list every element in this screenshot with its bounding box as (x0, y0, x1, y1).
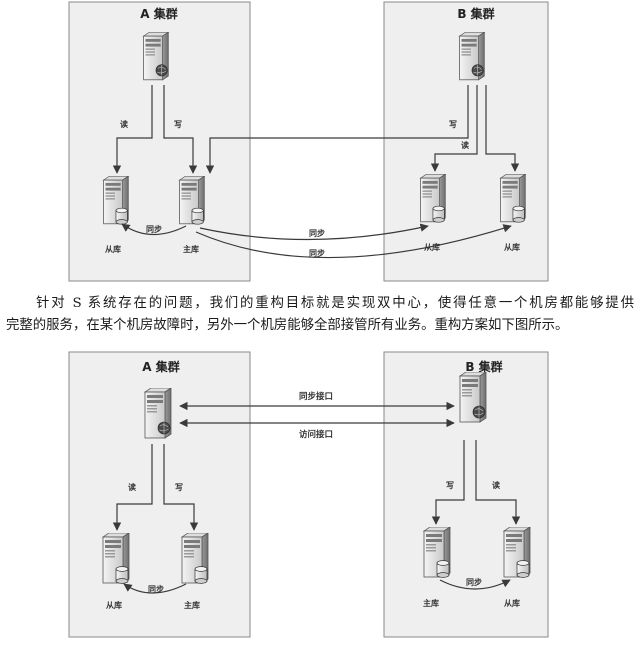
slave-db-label: 从库 (504, 242, 520, 252)
cross-sync-connector (199, 223, 429, 241)
sync-interface-label: 同步接口 (299, 391, 333, 402)
read-label: 读 (128, 482, 136, 492)
cross-write-connector (205, 85, 469, 174)
cross-sync-label: 同步 (309, 228, 325, 238)
slave-db-server-icon (503, 527, 531, 578)
write-connector (431, 440, 465, 525)
app-server-icon (459, 32, 485, 81)
b-write-label: 写 (449, 120, 457, 129)
cluster-b-title: B 集群 (457, 6, 494, 21)
slave-db-label: 从库 (105, 244, 121, 254)
master-db-server-icon (181, 533, 209, 584)
master-db-label: 主库 (184, 600, 200, 610)
cluster-a-title: A 集群 (142, 359, 179, 374)
master-db-label: 主库 (183, 244, 199, 254)
local-sync-connector (123, 583, 187, 594)
write-connector (163, 444, 199, 531)
b-read-label: 读 (492, 480, 500, 490)
master-db-server-icon (423, 527, 451, 578)
diagram-restructured-architecture: A 集群 B 集群 同步接口 访问接口 读 写 同步 从库 主库 写 读 同步 … (68, 351, 549, 638)
slave-db-server-icon (500, 174, 526, 223)
write-label: 写 (175, 483, 183, 492)
read-connector (475, 440, 521, 525)
body-paragraph-line-1: 针对 S 系统存在的问题，我们的重构目标就是实现双中心，使得任意一个机房都能够提… (36, 296, 634, 311)
local-sync-label: 同步 (148, 584, 164, 594)
local-sync-label: 同步 (466, 577, 482, 587)
slave-db-label: 从库 (424, 242, 440, 252)
local-sync-connector (121, 223, 187, 236)
b-read-connector (430, 85, 478, 172)
b-read-label: 读 (461, 140, 469, 150)
local-sync-label: 同步 (146, 224, 162, 234)
write-label: 写 (174, 120, 182, 129)
app-server-icon (459, 372, 487, 423)
body-paragraph-line-2: 完整的服务，在某个机房故障时，另外一个机房能够全部接管所有业务。重构方案如下图所… (6, 318, 569, 333)
read-connector (112, 444, 153, 531)
cross-sync-connector (195, 224, 512, 259)
b-write-label: 写 (446, 481, 454, 490)
slave-db-label: 从库 (106, 600, 122, 610)
master-db-label: 主库 (423, 598, 439, 608)
b-read-connector (485, 85, 520, 172)
slave-db-server-icon (102, 533, 130, 584)
slave-db-server-icon (103, 176, 129, 225)
slave-db-server-icon (420, 174, 446, 223)
app-server-icon (144, 388, 172, 439)
master-db-server-icon (179, 176, 205, 225)
read-connector (112, 85, 153, 174)
app-server-icon (143, 32, 169, 81)
access-interface-label: 访问接口 (299, 429, 333, 440)
local-sync-connector (439, 579, 511, 590)
cross-sync-label: 同步 (309, 248, 325, 258)
cluster-b-title: B 集群 (465, 359, 502, 374)
cluster-a-title: A 集群 (140, 6, 177, 21)
slave-db-label: 从库 (504, 598, 520, 608)
read-label: 读 (120, 119, 128, 129)
write-connector (163, 85, 198, 174)
diagram-current-architecture: A 集群 B 集群 读 写 同步 从库 主库 写 读 同步 同步 从库 从库 (68, 1, 549, 282)
